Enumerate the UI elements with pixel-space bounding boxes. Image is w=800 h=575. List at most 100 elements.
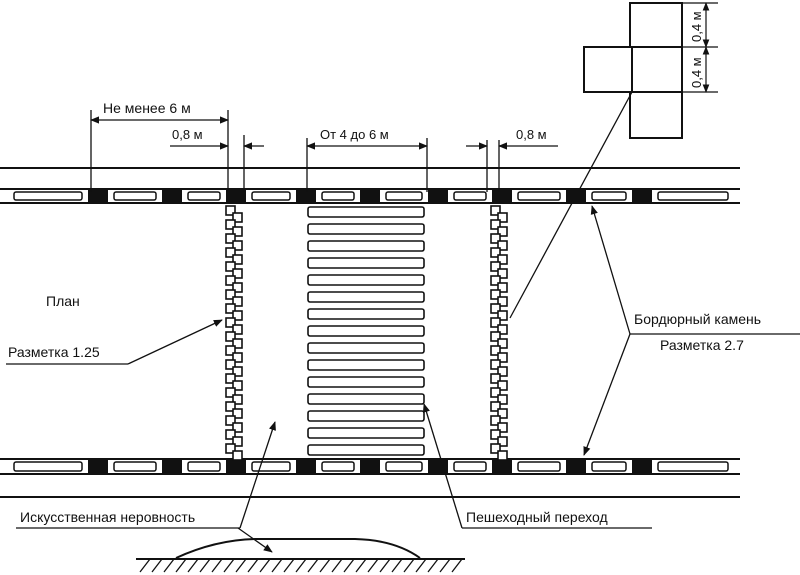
- marking-125-square: [497, 450, 508, 461]
- marking-125-square: [232, 408, 243, 419]
- curb-black-block: [492, 189, 512, 203]
- marking-125-square: [225, 219, 236, 230]
- hatch-line: [175, 558, 187, 573]
- hatch-line: [415, 558, 427, 573]
- marking-125-left-line: [225, 205, 243, 461]
- speed-bump-profile: [136, 538, 465, 560]
- marking-125-square: [497, 352, 508, 363]
- dimension-crossing-width: [306, 138, 428, 192]
- marking-125-square: [497, 226, 508, 237]
- curb-white-bar: [385, 191, 423, 201]
- hatch-line: [427, 558, 439, 573]
- pedestrian-crossing-leader: [422, 403, 652, 529]
- marking-125-square: [490, 429, 501, 440]
- marking-125-square: [490, 387, 501, 398]
- zebra-stripe: [307, 308, 425, 320]
- curb-black-block: [296, 189, 316, 203]
- pedestrian-crossing-label: Пешеходный переход: [466, 509, 608, 525]
- zebra-stripe: [307, 274, 425, 286]
- marking-125-square: [232, 338, 243, 349]
- hatch-line: [343, 558, 355, 573]
- hatch-line: [451, 558, 463, 573]
- marking-125-square: [225, 373, 236, 384]
- curb-white-bar: [113, 191, 157, 201]
- marking-125-square: [225, 443, 236, 454]
- curb-white-bar: [591, 191, 627, 201]
- marking-125-square: [497, 408, 508, 419]
- curb-black-block: [88, 459, 108, 474]
- zebra-stripe: [307, 257, 425, 269]
- curb-white-bar: [321, 191, 355, 201]
- marking-27-label: Разметка 2.7: [660, 337, 744, 353]
- curb-black-block: [492, 459, 512, 474]
- curb-black-block: [360, 189, 380, 203]
- dimension-min-6m: [90, 110, 229, 192]
- marking-125-square: [232, 240, 243, 251]
- ground-hatching: [139, 558, 463, 573]
- curb-marking-top: [13, 189, 729, 203]
- detail-top-label: 0,4 м: [689, 11, 704, 42]
- marking-125-square: [225, 261, 236, 272]
- marking-125-square: [497, 212, 508, 223]
- curb-white-bar: [187, 191, 221, 201]
- marking-125-square: [225, 415, 236, 426]
- curb-black-block: [428, 459, 448, 474]
- zebra-stripe: [307, 393, 425, 405]
- marking-125-square: [497, 338, 508, 349]
- hatch-line: [331, 558, 343, 573]
- marking-125-square: [225, 387, 236, 398]
- marking-125-square: [232, 380, 243, 391]
- zebra-stripe: [307, 240, 425, 252]
- marking-125-square: [490, 345, 501, 356]
- marking-125-leader: [6, 319, 223, 365]
- curb-white-bar: [591, 461, 627, 472]
- marking-125-square: [225, 359, 236, 370]
- dimension-min-6m-label: Не менее 6 м: [103, 100, 191, 116]
- hatch-line: [163, 558, 175, 573]
- marking-125-square: [232, 366, 243, 377]
- marking-125-square: [225, 401, 236, 412]
- hatch-line: [295, 558, 307, 573]
- curb-black-block: [566, 459, 586, 474]
- curb-white-bar: [13, 461, 83, 472]
- curb-black-block: [428, 189, 448, 203]
- marking-125-square: [232, 394, 243, 405]
- zebra-stripe: [307, 223, 425, 235]
- zebra-stripe: [307, 206, 425, 218]
- curb-white-bar: [113, 461, 157, 472]
- curb-white-bar: [321, 461, 355, 472]
- marking-125-square: [497, 296, 508, 307]
- marking-125-square: [232, 436, 243, 447]
- zebra-stripe: [307, 427, 425, 439]
- marking-125-square: [232, 422, 243, 433]
- hatch-line: [247, 558, 259, 573]
- detail-bottom-label: 0,4 м: [689, 57, 704, 88]
- marking-125-square: [490, 415, 501, 426]
- hatch-line: [439, 558, 451, 573]
- marking-125-square: [225, 247, 236, 258]
- curb-white-bar: [517, 461, 561, 472]
- marking-125-detail-cross: [583, 2, 683, 139]
- speed-bump-label: Искусственная неровность: [20, 509, 195, 525]
- hatch-line: [367, 558, 379, 573]
- curb-stone-label: Бордюрный камень: [634, 311, 761, 327]
- dimension-gap-left-label: 0,8 м: [172, 127, 203, 142]
- marking-125-square: [225, 429, 236, 440]
- marking-125-square: [232, 226, 243, 237]
- marking-125-square: [232, 296, 243, 307]
- zebra-stripe: [307, 342, 425, 354]
- marking-125-square: [225, 331, 236, 342]
- marking-125-square: [497, 254, 508, 265]
- marking-125-square: [490, 359, 501, 370]
- curb-white-bar: [187, 461, 221, 472]
- marking-125-square: [232, 212, 243, 223]
- hatch-line: [403, 558, 415, 573]
- marking-125-square: [225, 303, 236, 314]
- curb-white-bar: [657, 191, 729, 201]
- marking-125-square: [497, 324, 508, 335]
- marking-125-square: [490, 317, 501, 328]
- marking-125-square: [497, 380, 508, 391]
- marking-125-square: [490, 261, 501, 272]
- curb-black-block: [88, 189, 108, 203]
- curb-black-block: [296, 459, 316, 474]
